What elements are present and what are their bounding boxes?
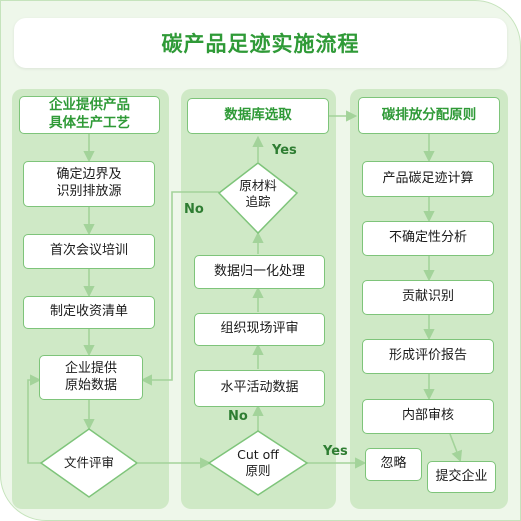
submit-label: 提交企业 <box>435 468 488 484</box>
middle-header-box: 数据库选取 <box>187 98 329 134</box>
ignore-label: 忽略 <box>380 456 407 472</box>
title-bar: 碳产品足迹实施流程 <box>14 18 507 68</box>
decision-cutoff-text: Cut off 原则 <box>237 446 279 478</box>
step-footprint-calc-label: 产品碳足迹计算 <box>382 170 474 186</box>
step-footprint-calc: 产品碳足迹计算 <box>362 161 494 197</box>
step-raw-data-label: 企业提供 原始数据 <box>64 360 117 393</box>
decision-document-review-text: 文件评审 <box>63 454 114 470</box>
decision-material-trace <box>217 162 299 235</box>
middle-header-label: 数据库选取 <box>224 107 292 124</box>
step-uncertainty-label: 不确定性分析 <box>388 230 467 246</box>
arrow-audit-submit <box>449 433 463 463</box>
step-report: 形成评价报告 <box>362 339 494 374</box>
arrow-review-loop <box>27 374 42 464</box>
step-activity-data: 水平活动数据 <box>194 370 325 407</box>
step-internal-audit-label: 内部审核 <box>401 408 454 424</box>
step-raw-data: 企业提供 原始数据 <box>39 355 143 400</box>
left-header-label: 企业提供产品 具体生产工艺 <box>49 97 130 131</box>
step-activity-data-label: 水平活动数据 <box>220 380 299 396</box>
left-header-box: 企业提供产品 具体生产工艺 <box>19 96 160 134</box>
ignore-box: 忽略 <box>365 448 422 481</box>
branch-no-left: No <box>184 202 204 217</box>
step-normalize-label: 数据归一化处理 <box>213 263 305 279</box>
step-site-review-label: 组织现场评审 <box>220 321 299 337</box>
step-boundary-label: 确定边界及 识别排放源 <box>56 167 122 199</box>
step-contribution-label: 贡献识别 <box>401 289 454 305</box>
step-internal-audit: 内部审核 <box>362 399 494 434</box>
step-report-label: 形成评价报告 <box>388 348 467 364</box>
step-checklist: 制定收资清单 <box>23 296 155 329</box>
step-normalize: 数据归一化处理 <box>194 255 325 289</box>
decision-cutoff <box>207 430 309 496</box>
step-site-review: 组织现场评审 <box>194 313 325 346</box>
step-kickoff-label: 首次会议培训 <box>49 243 128 259</box>
right-header-box: 碳排放分配原则 <box>358 97 500 134</box>
branch-yes-top: Yes <box>272 143 297 158</box>
step-kickoff: 首次会议培训 <box>23 234 155 269</box>
diagram-title: 碳产品足迹实施流程 <box>161 32 360 56</box>
step-checklist-label: 制定收资清单 <box>49 304 128 320</box>
submit-box: 提交企业 <box>427 461 496 493</box>
branch-no-bottom: No <box>228 409 248 424</box>
step-contribution: 贡献识别 <box>362 280 494 315</box>
branch-yes-right: Yes <box>323 444 348 459</box>
decision-document-review <box>39 428 139 498</box>
step-boundary: 确定边界及 识别排放源 <box>23 161 155 207</box>
right-header-label: 碳排放分配原则 <box>381 106 477 123</box>
decision-material-trace-text: 原材料 追踪 <box>239 177 277 209</box>
arrow-trace-no <box>140 191 219 386</box>
step-uncertainty: 不确定性分析 <box>362 221 494 256</box>
